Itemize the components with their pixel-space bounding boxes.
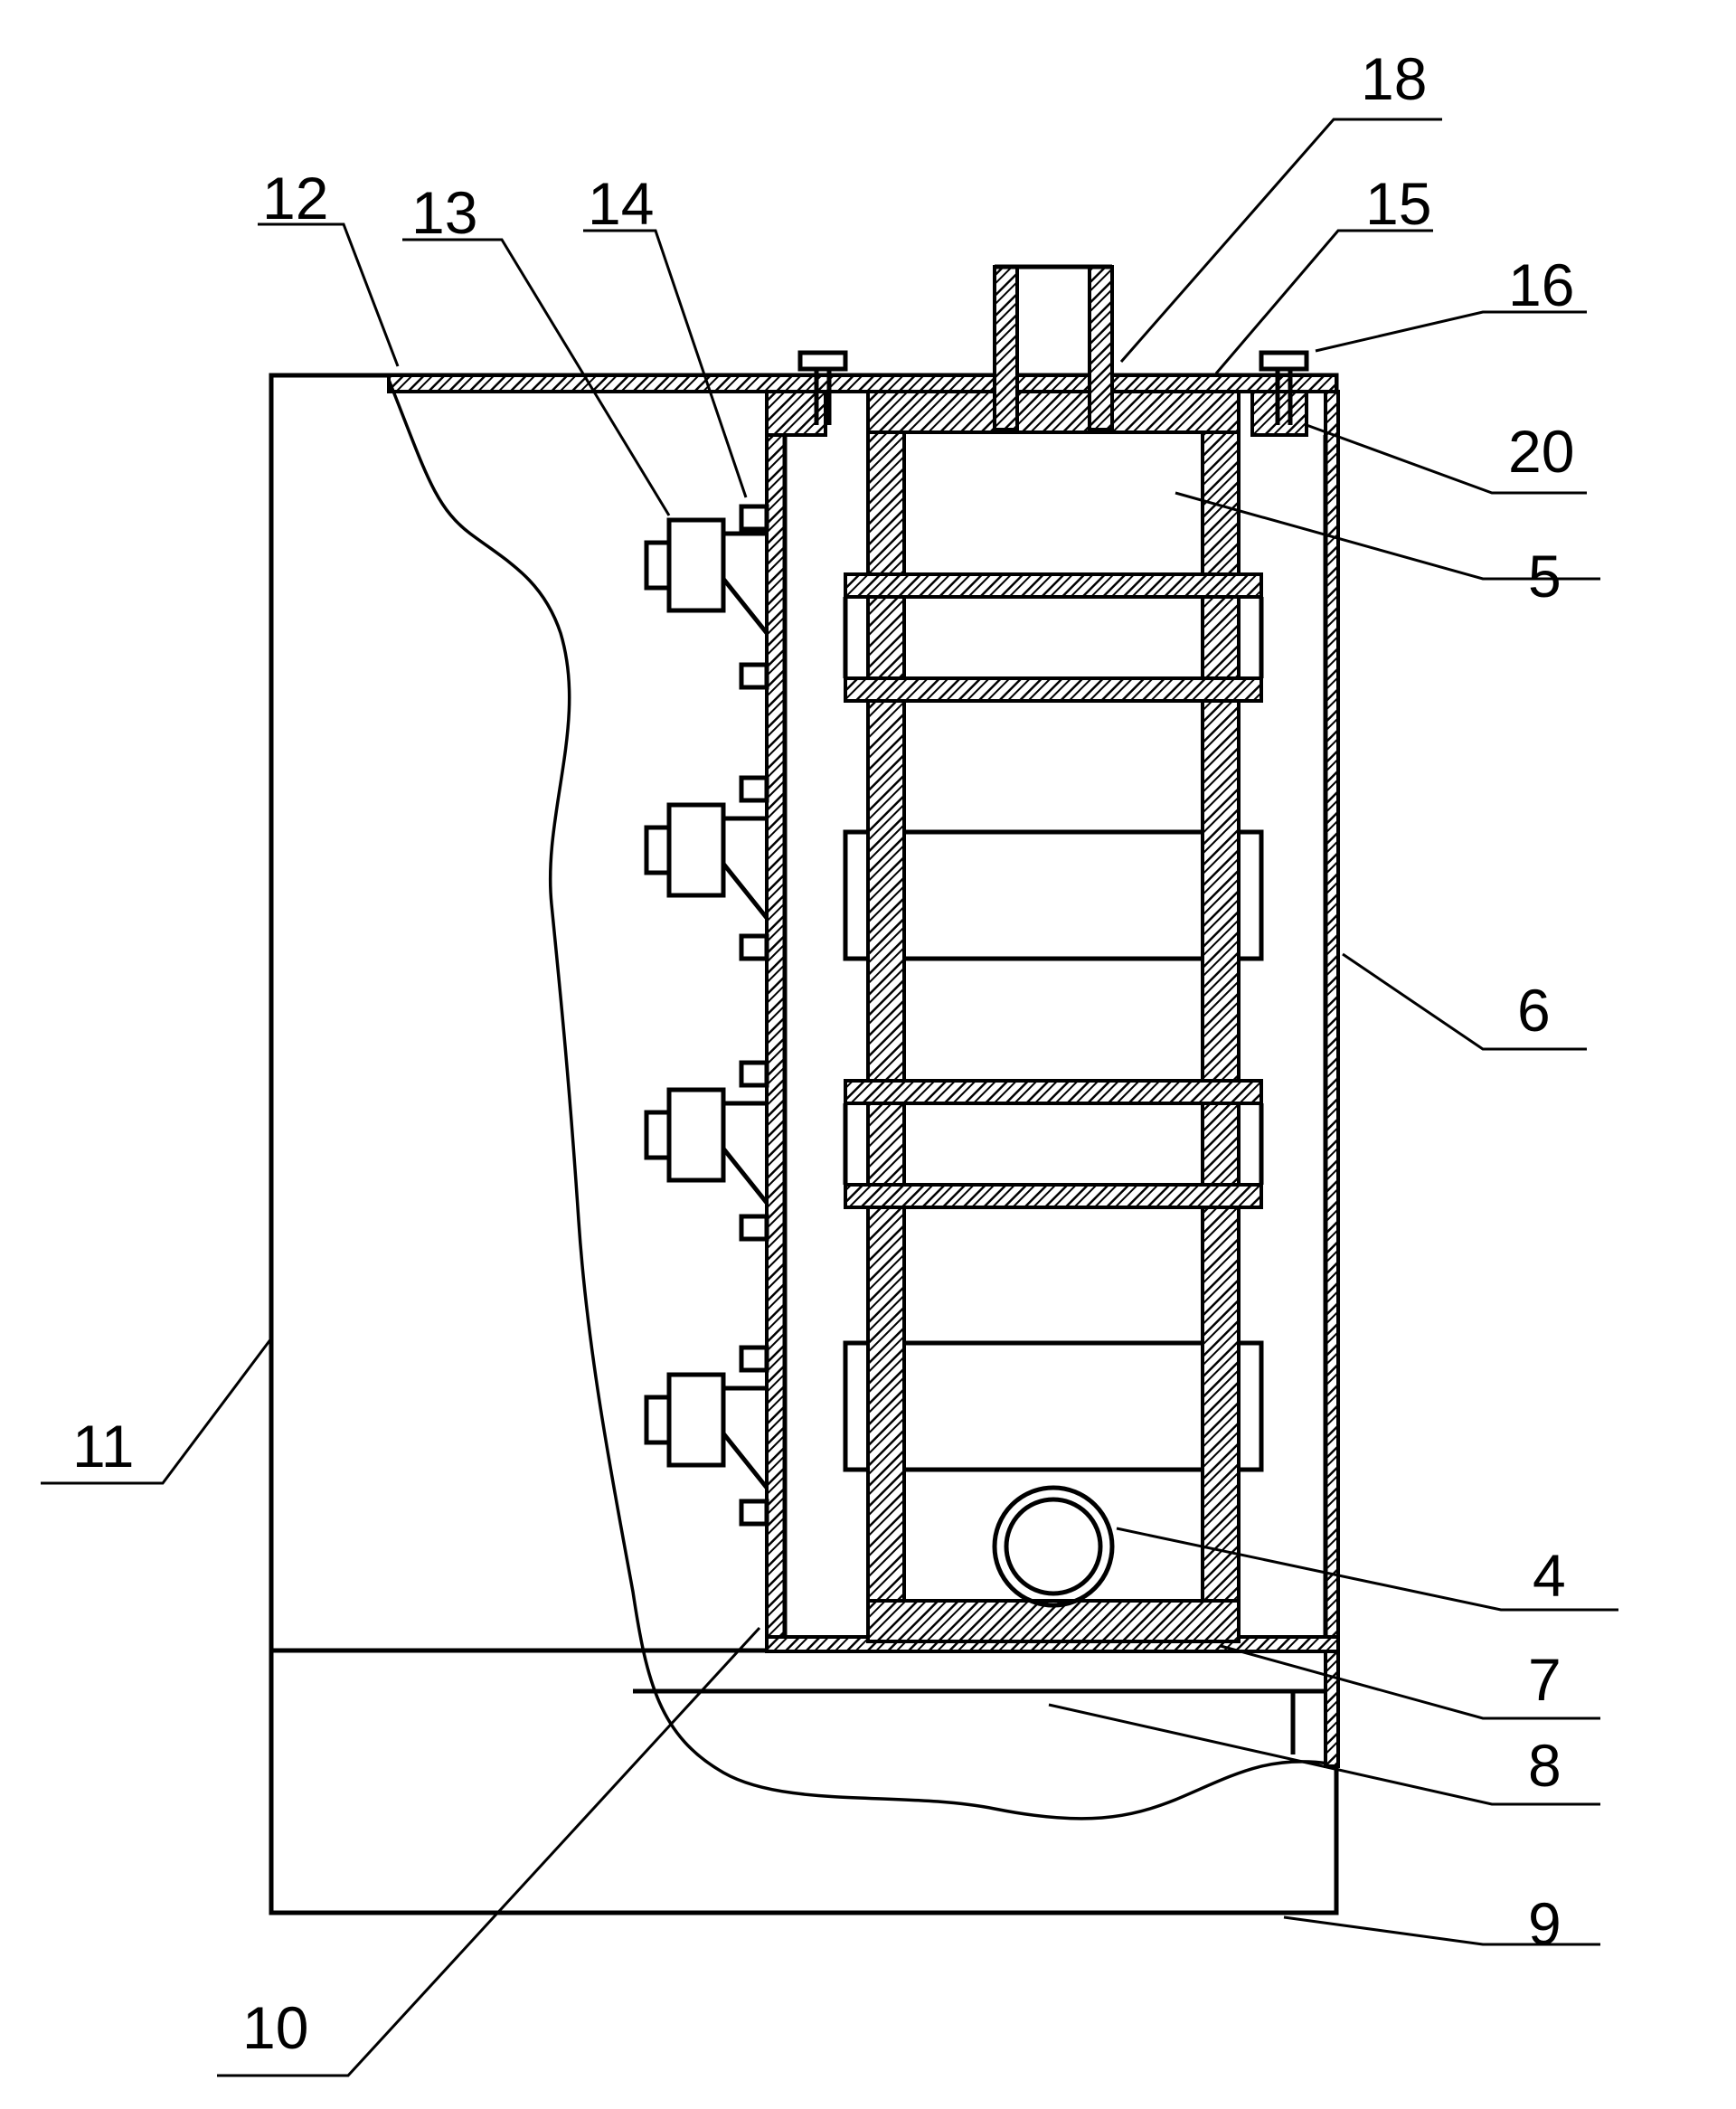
valve-1 [644, 504, 769, 690]
label-5: 5 [1528, 543, 1561, 610]
label-15: 15 [1365, 170, 1431, 237]
label-8: 8 [1528, 1732, 1561, 1799]
label-9: 9 [1528, 1890, 1561, 1957]
valve-3 [644, 1060, 769, 1242]
top-plate [387, 374, 1338, 393]
cabinet-body [269, 373, 1339, 1915]
label-7: 7 [1528, 1646, 1561, 1713]
label-6: 6 [1517, 977, 1551, 1044]
label-12: 12 [262, 165, 328, 232]
reactor-body [866, 264, 1241, 1643]
leader-lines [41, 118, 1618, 2077]
heater-band-1 [843, 829, 1264, 961]
label-18: 18 [1361, 45, 1427, 112]
bolt-right [1259, 350, 1309, 425]
label-13: 13 [411, 179, 477, 246]
label-4: 4 [1533, 1542, 1566, 1609]
valve-2 [644, 775, 769, 961]
flange-1 [843, 572, 1264, 703]
label-14: 14 [588, 170, 654, 237]
label-20: 20 [1508, 418, 1574, 485]
valve-4 [644, 1345, 769, 1527]
inlet-pipe [992, 1485, 1115, 1608]
heater-band-2 [843, 1340, 1264, 1472]
label-11: 11 [72, 1413, 135, 1480]
label-10: 10 [242, 1994, 308, 2061]
label-16: 16 [1508, 251, 1574, 318]
flange-2 [843, 1079, 1264, 1209]
break-line [387, 379, 1330, 1821]
bolt-left [797, 350, 848, 425]
